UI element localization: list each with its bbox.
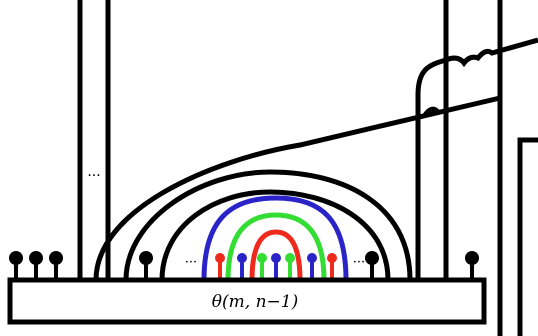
right-strands	[443, 0, 503, 336]
theta-box-label: θ(m, n−1)	[212, 292, 298, 312]
left-lollipop-group	[9, 251, 479, 280]
lollipop-head	[365, 251, 379, 265]
green-arc	[225, 212, 327, 281]
left-strands-ellipsis: ···	[87, 168, 100, 184]
lollipops	[9, 251, 479, 280]
lollipop-head	[285, 253, 295, 263]
colored-arcs	[201, 195, 349, 281]
inner-black-arc	[159, 189, 391, 281]
lollipop-head	[307, 253, 317, 263]
lollipop-head	[237, 253, 247, 263]
outer-black-arc	[123, 169, 413, 281]
lollipop-head	[29, 251, 43, 265]
lollipop-head	[139, 251, 153, 265]
lollipop-head	[49, 251, 63, 265]
red-arc	[249, 229, 303, 281]
lollipop-head	[271, 253, 281, 263]
right-partial-box	[517, 137, 538, 336]
lollipop-head	[9, 251, 23, 265]
lollipop-head	[257, 253, 267, 263]
lollipop-head	[465, 251, 479, 265]
diagonal-strand	[93, 95, 501, 281]
left-strand-pair	[77, 0, 111, 280]
colored-lollipop-group	[215, 253, 337, 280]
inner-left-ellipsis: ···	[185, 255, 197, 270]
wavy-exit-strand	[415, 37, 538, 280]
blue-arc	[201, 195, 349, 281]
wavy-crossing-strand	[422, 106, 440, 117]
inner-right-ellipsis: ···	[353, 255, 365, 270]
lollipop-head	[327, 253, 337, 263]
theta-box	[7, 277, 487, 325]
black-arcs	[123, 169, 413, 281]
lollipop-head	[215, 253, 225, 263]
